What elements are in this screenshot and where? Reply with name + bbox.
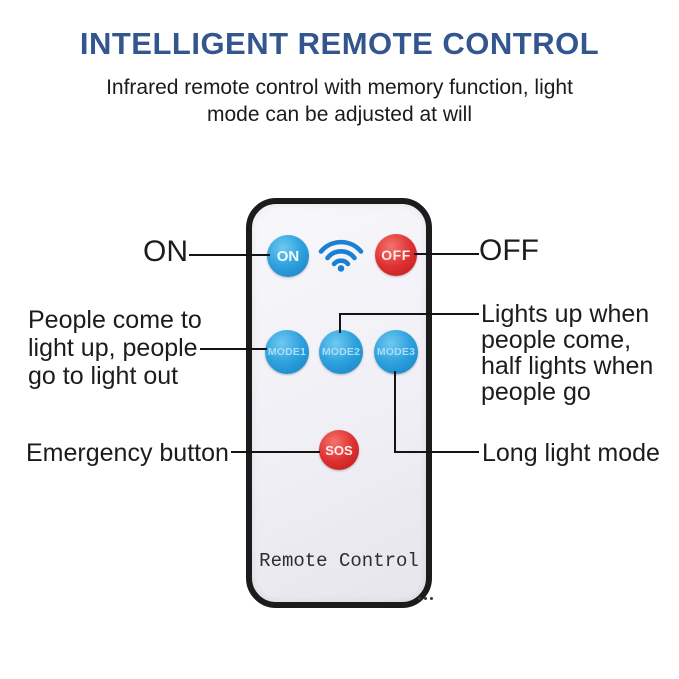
annotation-emergency: Emergency button — [26, 439, 229, 467]
page-title: INTELLIGENT REMOTE CONTROL — [79, 26, 600, 61]
callout-line-on — [189, 254, 270, 256]
sos-button[interactable]: SOS — [319, 430, 359, 470]
callout-line-mode3-vertical — [394, 371, 396, 453]
callout-line-sos — [231, 451, 320, 453]
annotation-mode2: Lights up when people come, half lights … — [481, 300, 654, 406]
mode1-button[interactable]: MODE1 — [265, 330, 309, 374]
annotation-long-light: Long light mode — [482, 439, 660, 467]
callout-line-mode1 — [200, 348, 267, 350]
case-seam-dots — [418, 597, 433, 600]
page-subtitle: Infrared remote control with memory func… — [0, 74, 679, 128]
wifi-signal-icon — [318, 238, 364, 277]
mode2-button[interactable]: MODE2 — [319, 330, 363, 374]
annotation-mode1: People come to light up, people go to li… — [28, 306, 202, 390]
on-button[interactable]: ON — [267, 235, 309, 277]
subtitle-line-2: mode can be adjusted at will — [207, 103, 472, 126]
mode3-button[interactable]: MODE3 — [374, 330, 418, 374]
off-button[interactable]: OFF — [375, 234, 417, 276]
callout-line-mode2-vertical — [339, 313, 341, 333]
remote-brand-label: Remote Control — [259, 550, 419, 572]
remote-control-body: ON OFF MODE1 MODE2 MODE3 SOS Remote Cont… — [246, 198, 433, 608]
annotation-on: ON — [143, 235, 188, 268]
callout-line-off — [414, 253, 479, 255]
callout-line-mode3-horizontal — [394, 451, 479, 453]
annotation-off: OFF — [479, 234, 539, 267]
subtitle-line-1: Infrared remote control with memory func… — [106, 76, 573, 99]
callout-line-mode2-horizontal — [339, 313, 479, 315]
